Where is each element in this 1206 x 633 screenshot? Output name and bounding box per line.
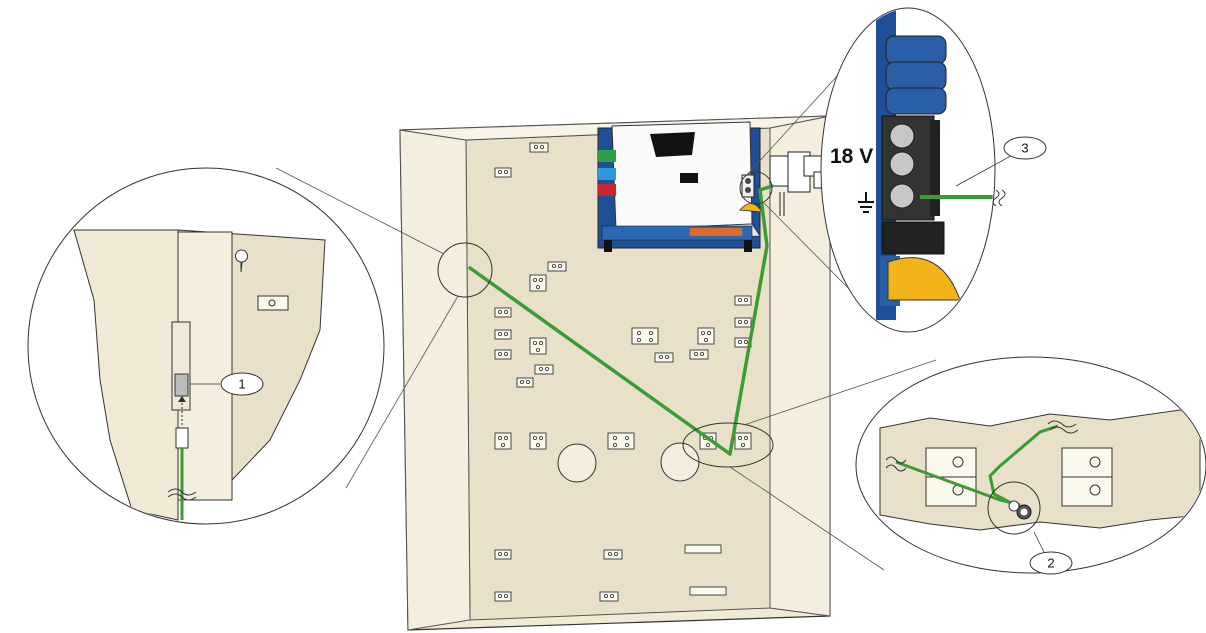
control-board (597, 121, 763, 252)
ground-wire (468, 184, 774, 456)
detail-view-3: 3 18 V (820, 7, 1047, 333)
detail-view-1: 1 (27, 167, 385, 525)
zoom-markers (437, 171, 774, 468)
callout-1-bubble (220, 372, 264, 396)
ground-icon (858, 192, 874, 213)
callout-1-label: 1 (238, 377, 245, 392)
knockouts (557, 442, 700, 483)
detail-view-2: 2 (855, 356, 1206, 575)
callout-3-bubble (1003, 136, 1047, 160)
tab-holes (497, 144, 749, 599)
callout-3-label: 3 (1021, 141, 1028, 156)
callout-2-bubble (1029, 551, 1073, 575)
voltage-label: 18 V (830, 145, 873, 168)
callout-2-label: 2 (1047, 556, 1054, 571)
